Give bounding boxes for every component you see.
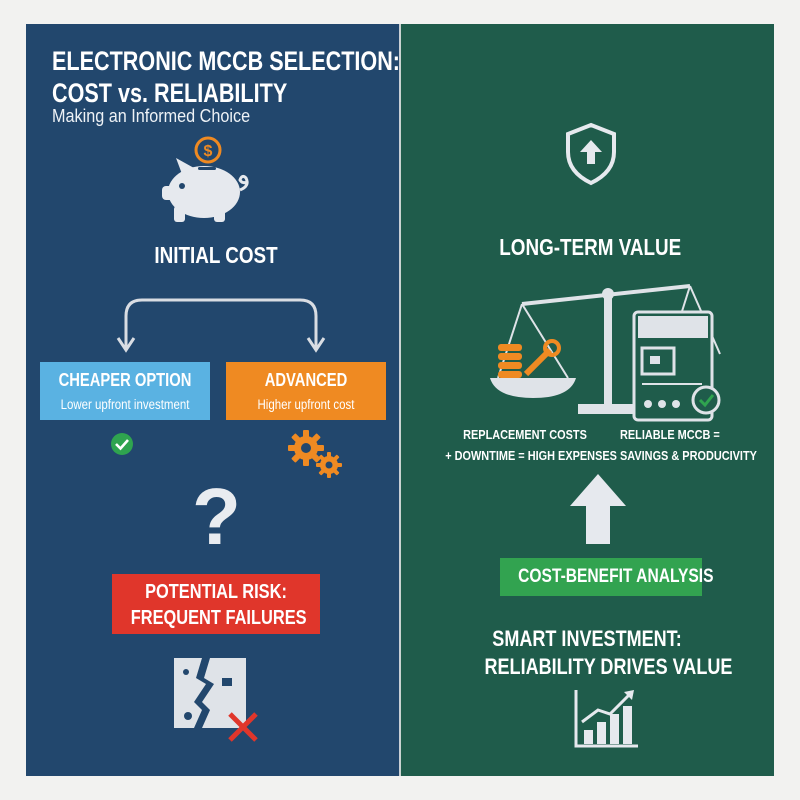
panel-divider [399,24,401,776]
replacement-line-1: REPLACEMENT COSTS [463,427,587,442]
svg-text:$: $ [204,143,213,160]
title-line-1: ELECTRONIC MCCB SELECTION: [52,46,400,76]
cheaper-option-subtitle: Lower upfront investment [60,397,190,412]
check-circle-icon [111,433,133,455]
cheaper-option-title: CHEAPER OPTION [58,370,192,390]
split-arrow-icon [116,298,326,353]
piggy-bank-icon: $ [162,136,249,222]
reliable-mccb-text: RELIABLE MCCB = SAVINGS & PRODUCIVITY [620,424,770,466]
title-line-2: COST vs. RELIABILITY [52,78,288,108]
balance-scale-icon [490,284,721,422]
bar-chart-growth-icon [574,690,638,748]
cost-benefit-label: COST-BENEFIT ANALYSIS [518,566,714,587]
red-x-icon [228,712,258,742]
mccb-device-icon [632,310,721,422]
replacement-costs-text: REPLACEMENT COSTS + DOWNTIME = HIGH EXPE… [430,424,620,466]
reliable-line-2: SAVINGS & PRODUCIVITY [620,448,757,463]
potential-risk-box: POTENTIAL RISK: FREQUENT FAILURES [112,574,320,634]
long-term-value-label: LONG-TERM VALUE [499,234,682,260]
replacement-line-2: + DOWNTIME = HIGH EXPENSES [445,448,617,463]
cost-benefit-box: COST-BENEFIT ANALYSIS [500,558,714,596]
question-mark-icon: ? [192,472,241,561]
smart-investment-line-1: SMART INVESTMENT: [492,626,682,651]
gears-icon [288,430,342,478]
up-arrow-icon [570,474,626,544]
advanced-option-box: ADVANCED Higher upfront cost [226,362,386,420]
dollar-coin-icon: $ [194,136,222,164]
advanced-option-title: ADVANCED [264,370,348,390]
reliable-line-1: RELIABLE MCCB = [620,427,720,442]
left-panel: ELECTRONIC MCCB SELECTION: COST vs. RELI… [26,24,400,776]
advanced-option-subtitle: Higher upfront cost [257,397,355,412]
broken-breaker-icon [174,658,258,742]
cheaper-option-box: CHEAPER OPTION Lower upfront investment [40,362,210,420]
smart-investment-line-2: RELIABILITY DRIVES VALUE [484,654,733,679]
risk-line-2: FREQUENT FAILURES [130,607,307,629]
infographic: ELECTRONIC MCCB SELECTION: COST vs. RELI… [26,24,774,776]
right-panel: LONG-TERM VALUE [400,24,774,776]
coins-wrench-icon [498,339,561,378]
subtitle: Making an Informed Choice [52,106,251,126]
risk-line-1: POTENTIAL RISK: [145,581,287,603]
initial-cost-label: INITIAL COST [154,242,278,268]
shield-arrow-icon [566,122,616,186]
